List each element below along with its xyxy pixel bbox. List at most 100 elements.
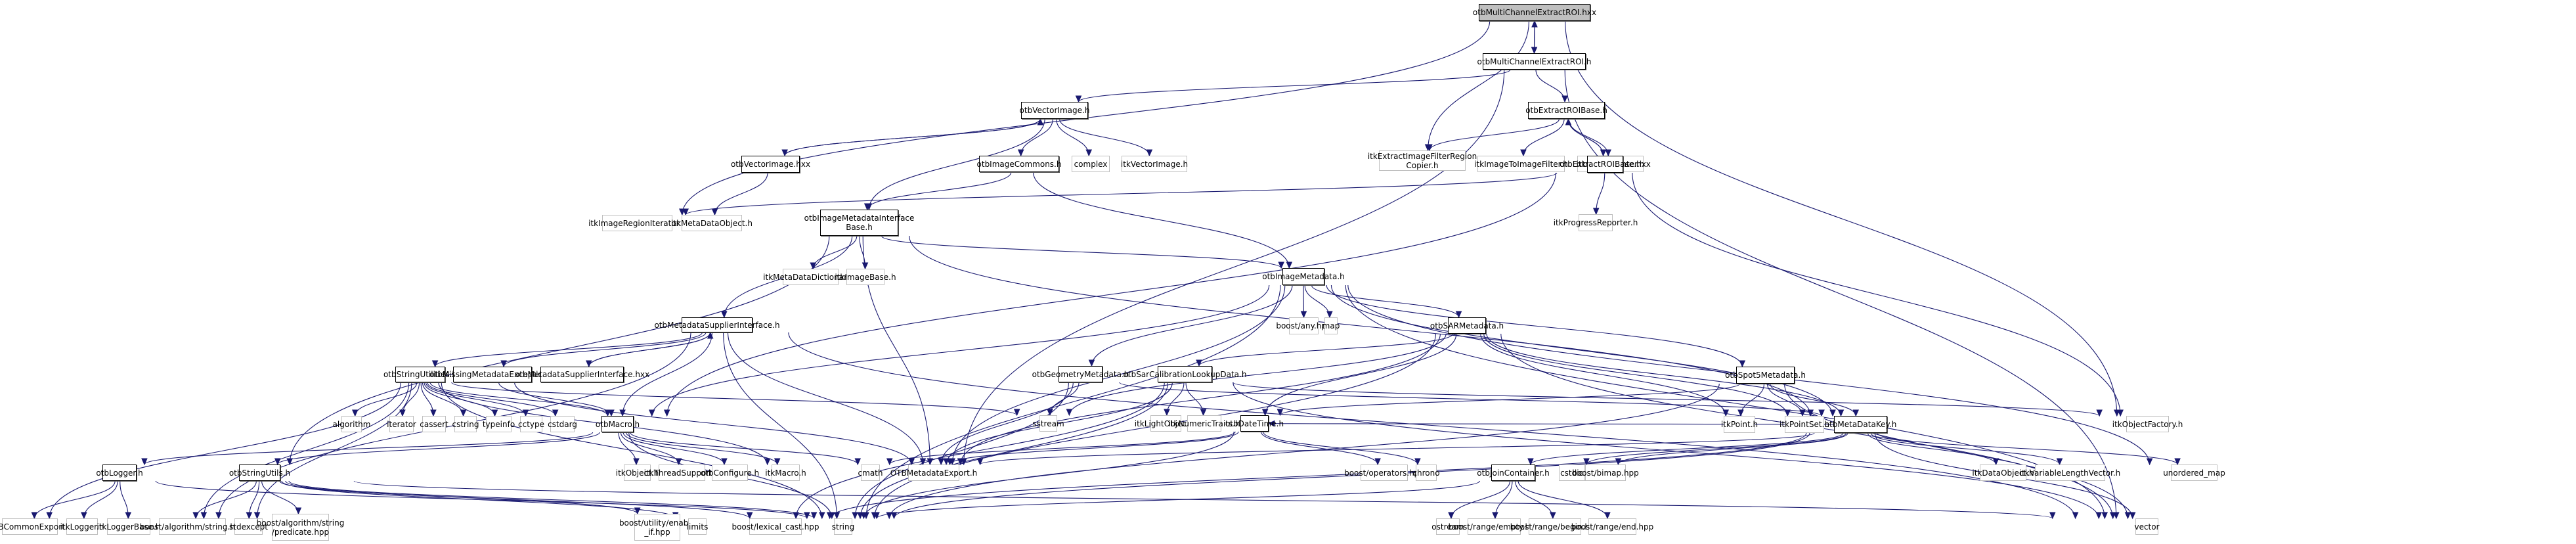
edge-spot5-to-mdkey — [1770, 383, 1856, 417]
arrowhead-imgmetadata-to-sarmetadata — [1455, 311, 1462, 319]
arrowhead-mdkey-to-unorderedmap — [2174, 458, 2181, 466]
arrowhead-strutils-to-boostpredicate — [295, 507, 302, 515]
arrowhead-sarmetadata-to-sarcalib — [1196, 359, 1202, 367]
node-extroibase-h[interactable]: otbExtractROIBase.h — [1525, 102, 1607, 119]
arrowhead-strutils-to-stdexcept — [246, 512, 253, 520]
node-boostlexical: boost/lexical_cast.hpp — [731, 518, 819, 535]
node-boostpredicate: boost/algorithm/string /predicate.hpp — [257, 514, 344, 541]
arrowhead-imdibase-to-mdsupplier_h — [721, 311, 728, 319]
arrowhead-joincontainer-to-string — [873, 512, 880, 520]
arrowhead-otbmacro-to-itkobject — [633, 458, 640, 466]
node-otbmacro[interactable]: otbMacro.h — [596, 416, 640, 432]
node-mdsupplier-h[interactable]: otbMetadataSupplierInterface.h — [654, 317, 780, 332]
arrowhead-strutilities-to-typeinfo — [491, 409, 498, 417]
edge-sarmetadata-to-sstream — [1068, 333, 1447, 416]
node-mdkey[interactable]: otbMetaDataKey.h — [1825, 416, 1896, 433]
edge-imgmetadata-to-otbmdexport — [951, 284, 1286, 465]
arrowhead-strutilities-to-itkmacro — [764, 458, 771, 466]
node-geommetadata[interactable]: otbGeometryMetadata.h — [1032, 366, 1129, 382]
edge-mdsupplier_h-to-otbmdexport — [727, 332, 924, 465]
edge-vecimg_h-to-complex — [1056, 118, 1089, 156]
edge-mdsupplier_h-to-strutilities — [435, 332, 703, 367]
node-strutilities[interactable]: otbStringUtilities.h — [383, 367, 457, 382]
node-unorderedmap: unordered_map — [2163, 465, 2225, 481]
edge-datetime-to-chrono — [1263, 431, 1418, 465]
arrowhead-imdibase-to-imgmetadata — [1278, 261, 1284, 269]
edge-strutilities-to-sstream — [451, 382, 1018, 416]
arrowhead-sarcalib-to-itknumtraits — [1200, 409, 1207, 417]
arrowhead-otbmacro-to-otbconfigure — [721, 458, 728, 466]
arrowhead-sarmetadata-to-mdkey — [1837, 409, 1845, 417]
node-cassert: cassert — [420, 416, 448, 432]
arrowhead-otbmacro-to-itkthread — [675, 458, 682, 466]
node-imdibase[interactable]: otbImageMetadataInterface Base.h — [804, 210, 914, 236]
node-vecimg-h[interactable]: otbVectorImage.h — [1020, 102, 1089, 119]
arrowhead-strutilities-to-cstring — [460, 409, 467, 417]
edge-extroibase_hxx-to-itkregioniter — [685, 172, 1558, 215]
edge-sarmetadata-to-datetime — [1265, 333, 1457, 416]
node-itkmetadataobj: itkMetaDataObject.h — [671, 215, 753, 231]
edge-sarmetadata-to-otbmdexport — [960, 333, 1441, 465]
node-root[interactable]: otbMultiChannelExtractROI.hxx — [1473, 4, 1596, 21]
node-joincontainer[interactable]: otbJoinContainer.h — [1477, 465, 1550, 481]
edge-mcroi_h-to-otbmdexport — [963, 69, 1505, 465]
node-vector: vector — [2134, 518, 2160, 535]
arrowhead-strutilities-to-iterator — [399, 409, 406, 417]
arrowhead-imgmetadata-to-geommetadata — [1088, 359, 1095, 367]
node-boostenableif: boost/utility/enable _if.hpp — [619, 514, 695, 541]
edge-extroibase_hxx-to-otbmacro — [666, 172, 1556, 417]
node-typeinfo: typeinfo — [483, 416, 515, 432]
edge-mdkey-to-itkvarlen — [1870, 432, 2061, 465]
edge-strutils-to-vector — [353, 480, 2053, 519]
node-extroibase-hxx[interactable]: otbExtractROIBase.hxx — [1560, 156, 1651, 173]
arrowhead-mdkey-to-otbmdexport — [976, 458, 984, 466]
edge-sarmetadata-to-itkpointset — [1483, 333, 1788, 417]
edge-imgmetadata-to-mdkey — [1330, 284, 1833, 417]
arrowhead-sarcalib-to-boostlexical — [793, 512, 799, 520]
arrowhead-missingmd-to-otbmacro — [608, 409, 615, 417]
node-logger[interactable]: otbLogger.h — [96, 465, 143, 481]
arrowhead-missingmd-to-otbmdexport — [908, 458, 915, 466]
node-mcroi-h[interactable]: otbMultiChannelExtractROI.h — [1477, 53, 1592, 70]
edge-strutilities-to-stdexcept — [257, 382, 412, 519]
arrowhead-datetime-to-string — [860, 512, 867, 520]
node-imgmetadata[interactable]: otbImageMetadata.h — [1262, 268, 1345, 285]
edge-mcroi_h-to-vecimg_h — [1078, 69, 1511, 102]
node-boostbimap: boost/bimap.hpp — [1572, 465, 1639, 481]
arrowhead-extroibase_hxx-to-itkprogress — [1592, 208, 1600, 215]
node-itkvarlen: itkVariableLengthVector.h — [2020, 465, 2120, 481]
edge-spot5-to-datetime — [1279, 383, 1741, 416]
edge-otbmacro-to-otbconfigure — [622, 432, 725, 465]
arrowhead-strutils-to-boostlexical — [746, 512, 753, 520]
node-mdsupplier-hxx[interactable]: otbMetadataSupplierInterface.hxx — [515, 367, 649, 382]
arrowhead-datetime-to-boostops — [1374, 458, 1381, 466]
node-itkregioniter: itkImageRegionIterator.h — [588, 215, 686, 231]
arrowhead-joincontainer-to-rangebegin — [1550, 512, 1556, 520]
node-rangebegin: boost/range/begin.hpp — [1510, 518, 1600, 535]
edge-mdkey-to-joincontainer — [1530, 432, 1844, 465]
node-strutils[interactable]: otbStringUtils.h — [229, 465, 290, 481]
node-sarcalib[interactable]: otbSarCalibrationLookupData.h — [1124, 366, 1246, 382]
node-otbcommonexport: OTBCommonExport.h — [0, 518, 72, 535]
node-itkpoint: itkPoint.h — [1721, 416, 1758, 433]
arrowhead-otbmacro-to-strutils — [274, 458, 281, 466]
node-imgcommons[interactable]: otbImageCommons.h — [977, 156, 1061, 172]
node-datetime[interactable]: otbDateTime.h — [1225, 415, 1284, 432]
node-sarmetadata[interactable]: otbSARMetadata.h — [1430, 317, 1504, 334]
node-missingmd[interactable]: otbMissingMetadataException.h — [429, 367, 556, 382]
node-itklogger: itkLogger.h — [60, 518, 104, 535]
arrowhead-mcroi_h-to-extroibase_h — [1561, 95, 1568, 103]
arrowhead-strutilities-to-otbcommonexport — [46, 512, 53, 520]
arrowhead-sarmetadata-to-sstream — [1066, 409, 1073, 417]
edge-vecimg_hxx-to-vecimg_h — [784, 118, 1041, 156]
edge-root-to-itkobjfactory — [1565, 20, 2118, 417]
edge-geommetadata-to-mdkey — [1119, 382, 1822, 417]
edge-vecimg_h-to-imgcommons — [1020, 118, 1053, 156]
node-vecimg-hxx[interactable]: otbVectorImage.hxx — [731, 156, 810, 173]
edge-missingmd-to-otbmdexport — [514, 382, 912, 465]
node-otbconfigure: otbConfigure.h — [701, 465, 759, 481]
arrowhead-imgmetadata-to-otbmacro — [648, 409, 655, 417]
edge-sarmetadata-to-sarcalib — [1198, 333, 1454, 367]
node-spot5[interactable]: otbSpot5Metadata.h — [1725, 367, 1806, 384]
edge-otbmacro-to-cmath — [630, 432, 858, 465]
